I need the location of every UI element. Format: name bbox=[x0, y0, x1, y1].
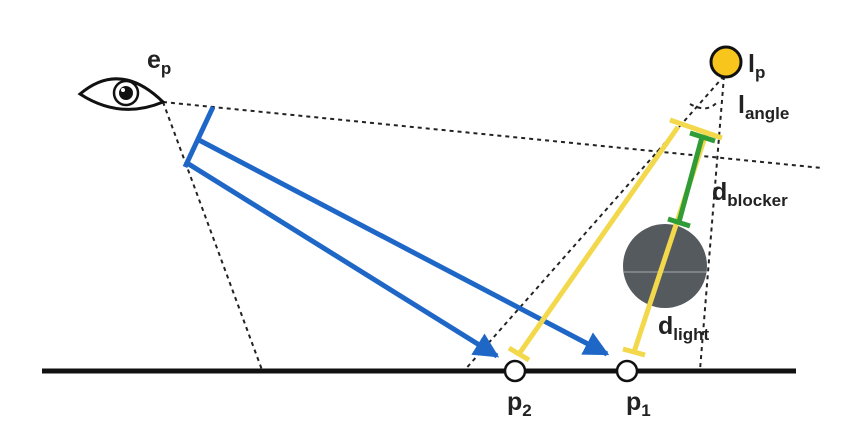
ray-to-p1 bbox=[195, 136, 610, 357]
blocker-bottom-cap bbox=[667, 216, 691, 229]
view-plane-line bbox=[162, 101, 823, 169]
point-p1 bbox=[615, 359, 639, 383]
blocker-distance bbox=[667, 130, 716, 229]
light-cone-right-line bbox=[699, 75, 725, 371]
shadow-ray-p1-cap bbox=[622, 346, 646, 358]
light-source-circle bbox=[709, 45, 743, 79]
label-p2: p2 bbox=[507, 388, 532, 420]
image-plane-bar bbox=[182, 105, 216, 169]
point-p2 bbox=[503, 359, 527, 383]
eye-icon bbox=[77, 77, 166, 111]
shadow-ray-p2-cap bbox=[507, 345, 531, 363]
camera-rays bbox=[182, 105, 610, 359]
shadow-ray-p2 bbox=[516, 125, 681, 356]
label-dlight: dlight bbox=[658, 312, 709, 344]
dashed-lines bbox=[162, 75, 823, 373]
blocker-distance-line bbox=[676, 136, 705, 223]
label-angle: langle bbox=[738, 91, 789, 123]
label-p1: p1 bbox=[626, 388, 651, 420]
view-frustum-line bbox=[162, 101, 263, 371]
label-eye: ep bbox=[147, 46, 171, 78]
label-blocker: dblocker bbox=[712, 178, 788, 210]
angle-arc bbox=[689, 100, 719, 110]
label-light: lp bbox=[748, 50, 765, 82]
light-area-bar bbox=[669, 117, 723, 141]
ray-to-p2 bbox=[185, 160, 500, 359]
blocker-top-cap bbox=[689, 130, 716, 144]
